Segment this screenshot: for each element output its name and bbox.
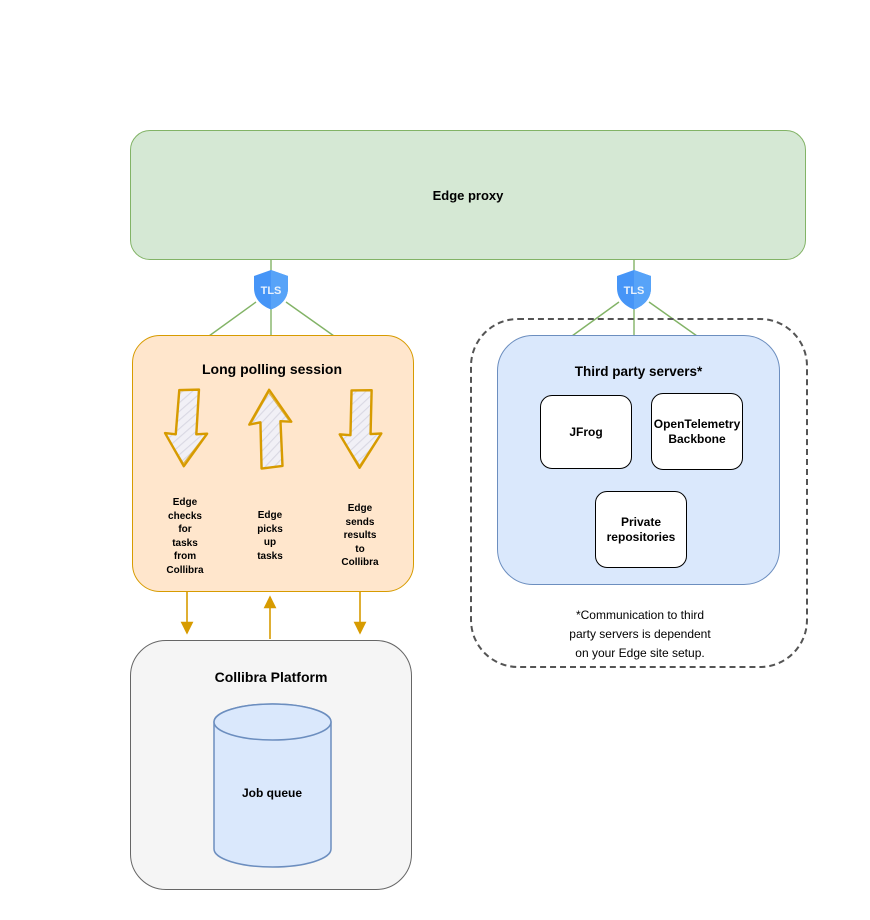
server-private-repositories: Private repositories	[595, 491, 687, 568]
job-queue-label: Job queue	[241, 786, 303, 800]
third-party-dashed-container	[470, 318, 808, 668]
third-party-title: Third party servers*	[574, 364, 703, 379]
flow-label-checks: Edge checks for tasks from Collibra	[166, 497, 204, 576]
flow-label-sends: Edge sends results to Collibra	[341, 503, 379, 568]
server-opentelemetry: OpenTelemetry Backbone	[651, 393, 743, 470]
server-jfrog-label: JFrog	[569, 424, 603, 439]
flow-label-picks: Edge picks up tasks	[257, 510, 283, 562]
tls-shield-icon: TLS	[254, 270, 288, 310]
svg-text:TLS: TLS	[261, 285, 282, 297]
up-arrow-icon	[248, 388, 293, 470]
down-arrow-icon	[338, 388, 383, 469]
server-private-repositories-label: Private repositories	[606, 514, 676, 544]
job-queue-cylinder	[213, 703, 332, 868]
server-opentelemetry-label: OpenTelemetry Backbone	[653, 416, 741, 446]
third-party-note: *Communication to third party servers is…	[569, 608, 711, 660]
edge-proxy-box: Edge proxy	[130, 130, 806, 260]
long-polling-title: Long polling session	[202, 361, 342, 377]
tls-shield-icon: TLS	[617, 270, 651, 310]
edge-proxy-label: Edge proxy	[432, 187, 504, 203]
collibra-platform-title: Collibra Platform	[214, 669, 328, 685]
server-jfrog: JFrog	[540, 395, 632, 469]
svg-text:TLS: TLS	[624, 285, 645, 297]
down-arrow-icon	[163, 388, 209, 468]
